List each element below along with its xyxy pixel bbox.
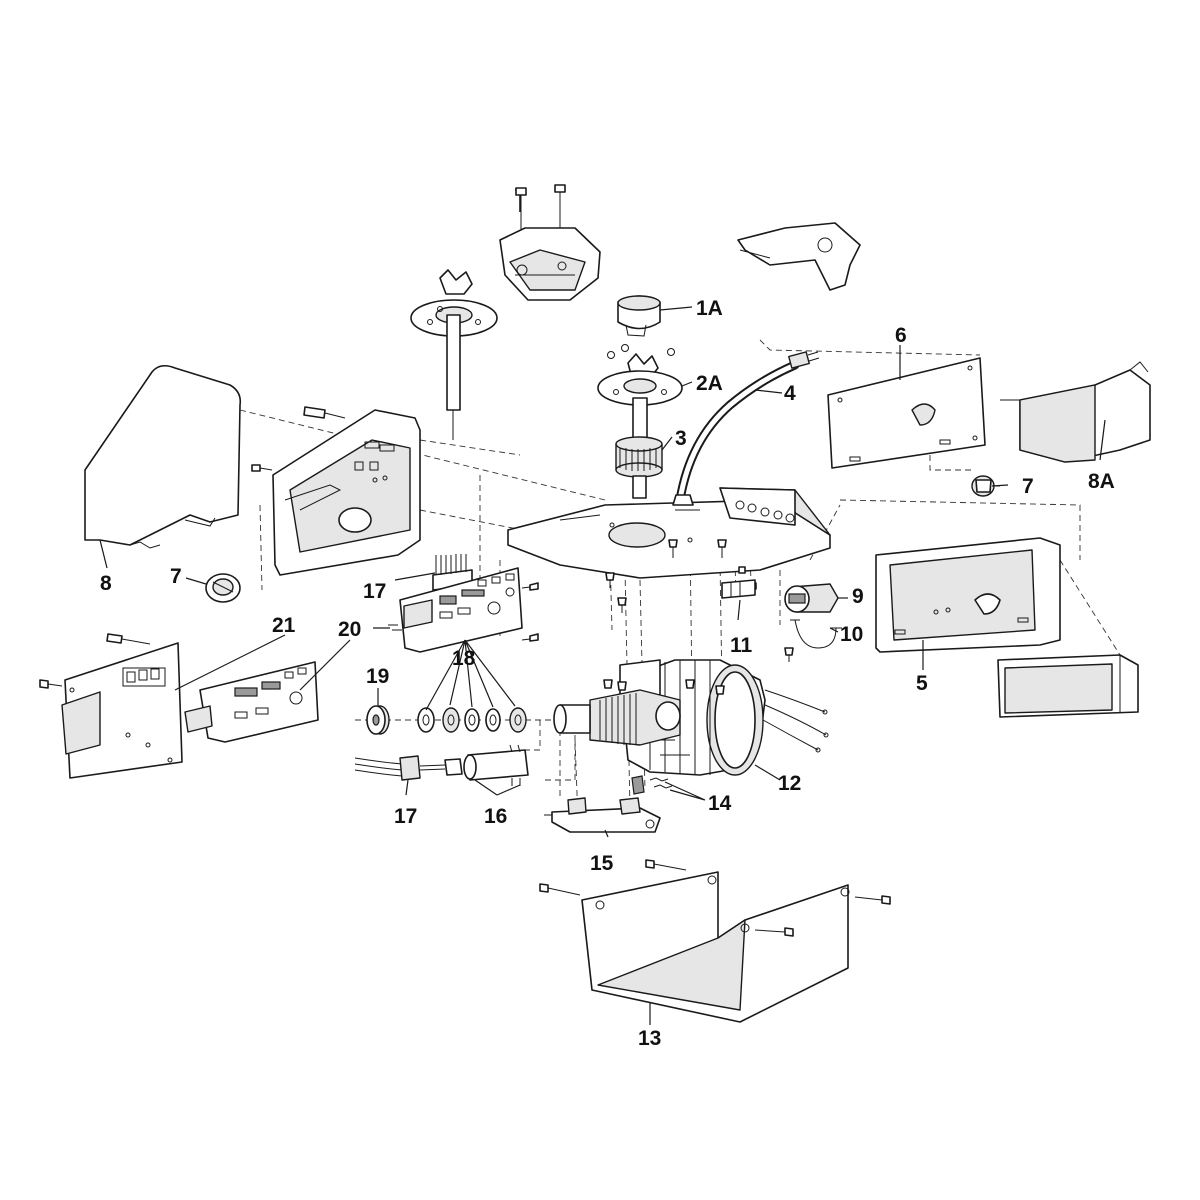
bearing-rings	[417, 707, 527, 733]
callout-4: 4	[784, 382, 796, 405]
part-20-control-board	[184, 661, 319, 743]
callout-19: 19	[366, 665, 389, 688]
callout-2a: 2A	[696, 372, 723, 395]
part-4-power-cord	[675, 351, 820, 505]
part-21-receiver-panel	[39, 633, 183, 779]
callout-6: 6	[895, 324, 907, 347]
part-14-springs	[631, 775, 673, 795]
drive-sprocket-shaft	[410, 269, 498, 440]
callout-leaders	[99, 306, 1106, 1025]
part-11-terminal-block	[721, 579, 756, 599]
part-13-rail-bracket	[539, 859, 891, 1023]
callout-8: 8	[100, 572, 112, 595]
callout-13: 13	[638, 1027, 661, 1050]
callout-3: 3	[675, 427, 687, 450]
rear-housing-panel	[251, 406, 421, 576]
part-12-motor	[553, 659, 829, 776]
callout-12: 12	[778, 772, 801, 795]
part-19-bushing	[366, 705, 390, 735]
callout-15: 15	[590, 852, 614, 875]
part-1a-cap	[617, 295, 661, 337]
part-5-light-housing	[875, 537, 1061, 653]
callout-20: 20	[338, 618, 361, 641]
angle-bracket	[737, 222, 861, 291]
callout-21: 21	[272, 614, 296, 637]
part-17-wire-harness	[354, 755, 463, 781]
mounting-bracket-top	[499, 184, 601, 301]
callout-11: 11	[730, 634, 753, 657]
callout-10: 10	[840, 623, 863, 646]
callout-17-top: 17	[363, 580, 386, 603]
part-6-panel	[827, 357, 986, 469]
callout-18: 18	[452, 647, 476, 670]
part-7-knob-right	[971, 475, 1000, 497]
callout-8a: 8A	[1088, 470, 1115, 493]
callout-9: 9	[852, 585, 864, 608]
part-3-gear-shaft	[615, 397, 663, 499]
part-9-capacitor	[784, 583, 839, 613]
lens-tray	[997, 654, 1139, 718]
callout-17-bottom: 17	[394, 805, 417, 828]
callout-labels: 1A 2A 3 4 6 7 8A 9 10 11 5 12 14 15 16 1…	[100, 297, 1115, 1050]
callout-16: 16	[484, 805, 507, 828]
part-15-limit-switch	[544, 797, 661, 833]
part-10-strap	[790, 619, 842, 649]
part-16-connector	[463, 744, 529, 786]
part-8a-lens-cover	[1000, 361, 1151, 463]
part-2a-sprocket-plate	[597, 344, 683, 406]
chassis-plate	[507, 487, 831, 579]
part-8-cover	[84, 364, 242, 549]
part-7-knob-left	[205, 573, 241, 603]
callout-5: 5	[916, 672, 928, 695]
part-18-logic-board	[388, 567, 539, 653]
callout-14: 14	[708, 792, 732, 815]
callout-7-right: 7	[1022, 475, 1034, 498]
callout-7-left: 7	[170, 565, 182, 588]
callout-1a: 1A	[696, 297, 723, 320]
